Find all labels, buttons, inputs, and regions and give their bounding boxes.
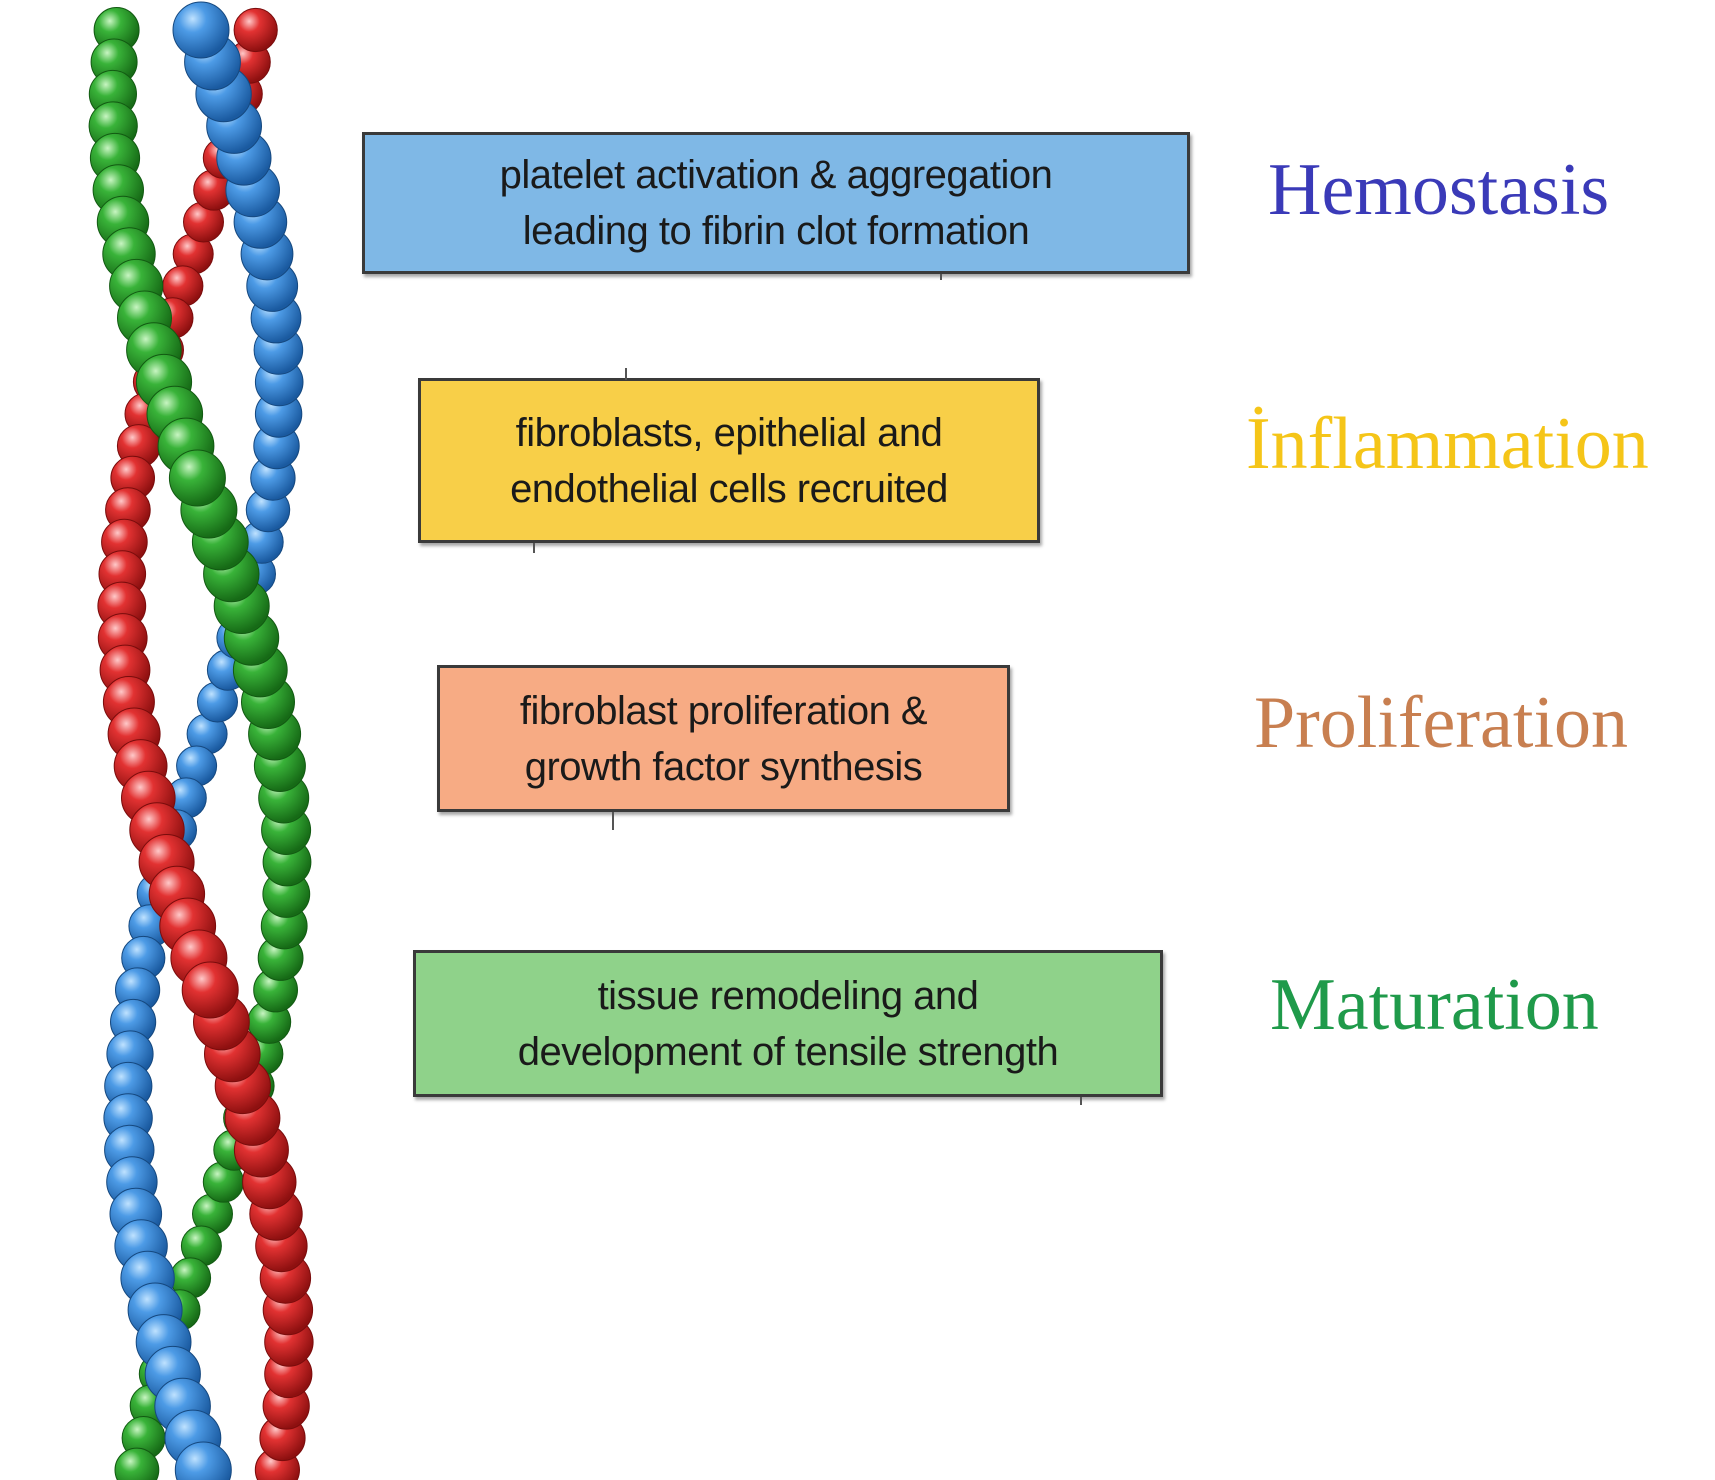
phase-text-line2: growth factor synthesis	[524, 744, 923, 789]
phase-text-line1: fibroblasts, epithelial and	[515, 410, 943, 455]
red-strand-bead	[181, 961, 239, 1019]
connector-tick	[625, 368, 627, 380]
phase-text-line2: endothelial cells recruited	[510, 466, 948, 511]
phase-box-maturation: tissue remodeling and development of ten…	[413, 950, 1163, 1097]
phase-text-line1: platelet activation & aggregation	[499, 153, 1053, 197]
phase-text-line1: fibroblast proliferation &	[519, 688, 928, 733]
green-strand-bead	[168, 449, 226, 507]
connector-tick	[940, 274, 942, 280]
phase-label-proliferation: Proliferation	[1254, 682, 1629, 764]
connector-tick	[1080, 1097, 1082, 1105]
red-strand-bead	[233, 7, 278, 53]
phase-label-maturation: Maturation	[1270, 964, 1599, 1046]
phase-box-proliferation: fibroblast proliferation & growth factor…	[437, 665, 1010, 812]
phase-text-line2: development of tensile strength	[517, 1029, 1059, 1074]
phase-label-inflammation: İnflammation	[1246, 403, 1649, 485]
green-strand-bead	[114, 1447, 160, 1480]
blue-strand-bead	[174, 1441, 232, 1480]
connector-tick	[533, 543, 535, 553]
blue-strand-bead	[172, 1, 230, 59]
phase-label-hemostasis: Hemostasis	[1268, 149, 1610, 231]
phase-box-hemostasis: platelet activation & aggregation leadin…	[362, 132, 1190, 274]
phase-text-line2: leading to fibrin clot formation	[522, 209, 1030, 253]
phase-box-inflammation: fibroblasts, epithelial and endothelial …	[418, 378, 1040, 543]
connector-tick	[612, 812, 614, 830]
phase-text-line1: tissue remodeling and	[597, 973, 979, 1018]
collagen-triple-helix	[88, 1, 314, 1480]
